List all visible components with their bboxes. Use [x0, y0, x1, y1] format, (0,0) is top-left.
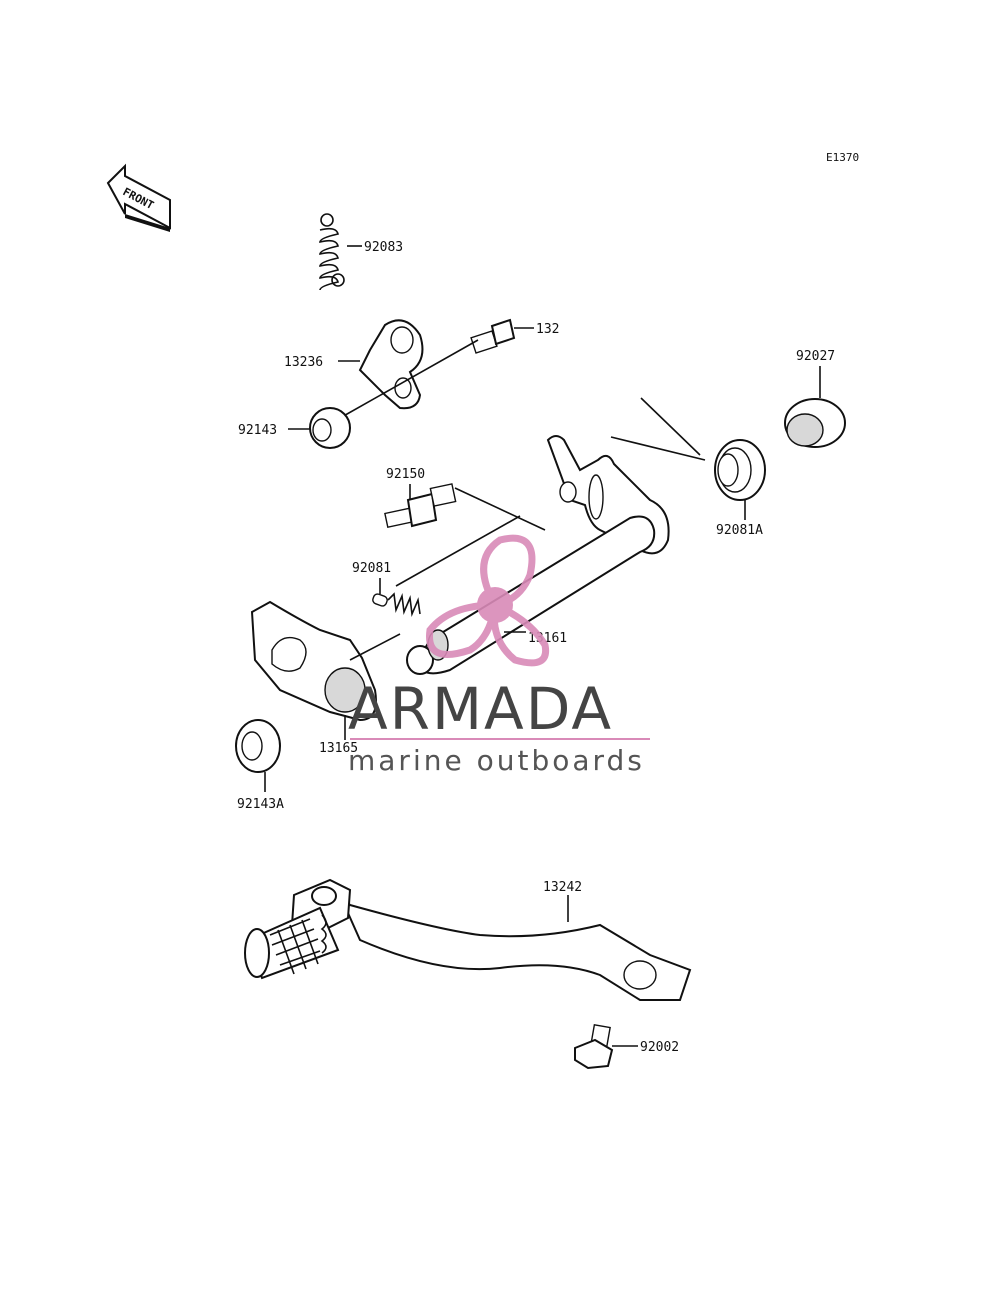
part-label-92027: 92027 [796, 349, 835, 364]
armada-logo-icon [426, 534, 550, 667]
part-label-92083: 92083 [364, 240, 403, 255]
spring-92081-drawing [372, 592, 421, 618]
collar-92143A-drawing [235, 719, 281, 773]
bolt-92002-drawing [574, 1023, 614, 1070]
spring-92083-drawing [319, 213, 345, 291]
part-label-13242: 13242 [543, 880, 582, 895]
collar-92143-drawing [309, 407, 351, 449]
seal-92027-drawing [784, 398, 846, 448]
pedal-13242-drawing [244, 878, 692, 1001]
part-label-92143: 92143 [238, 423, 277, 438]
spring-92081A-drawing [610, 397, 766, 501]
part-label-92002: 92002 [640, 1040, 679, 1055]
plate-13236-drawing [358, 319, 424, 410]
pin-92150-drawing [384, 483, 457, 529]
watermark-tagline: marine outboards [348, 744, 645, 777]
bolt-132-drawing [470, 318, 516, 354]
part-label-92150: 92150 [386, 467, 425, 482]
diagram-code: E1370 [826, 151, 859, 164]
lever-13165-drawing [250, 600, 401, 722]
shaft-13161-drawing [406, 435, 670, 675]
front-arrow-icon: FRONT [106, 163, 171, 232]
part-label-92143A: 92143A [237, 797, 284, 812]
watermark-brand: ARMADA [348, 675, 613, 743]
part-label-132: 132 [536, 322, 559, 337]
part-label-92081: 92081 [352, 561, 391, 576]
part-label-92081A: 92081A [716, 523, 763, 538]
part-label-13236: 13236 [284, 355, 323, 370]
part-label-13165: 13165 [319, 741, 358, 756]
